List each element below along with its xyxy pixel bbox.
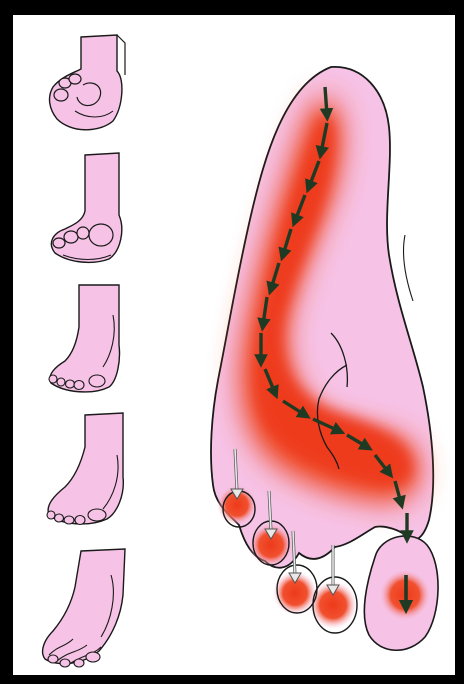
foot-view-5 bbox=[43, 549, 125, 667]
arrow-down-icon bbox=[325, 87, 327, 115]
big-toe bbox=[364, 536, 438, 650]
foot-view-4 bbox=[47, 413, 123, 525]
foot-view-3 bbox=[49, 285, 120, 392]
foot-pressure-diagram bbox=[13, 15, 455, 675]
diagram-frame bbox=[13, 15, 455, 675]
foot-view-2 bbox=[51, 153, 121, 262]
foot-view-1 bbox=[50, 35, 125, 130]
